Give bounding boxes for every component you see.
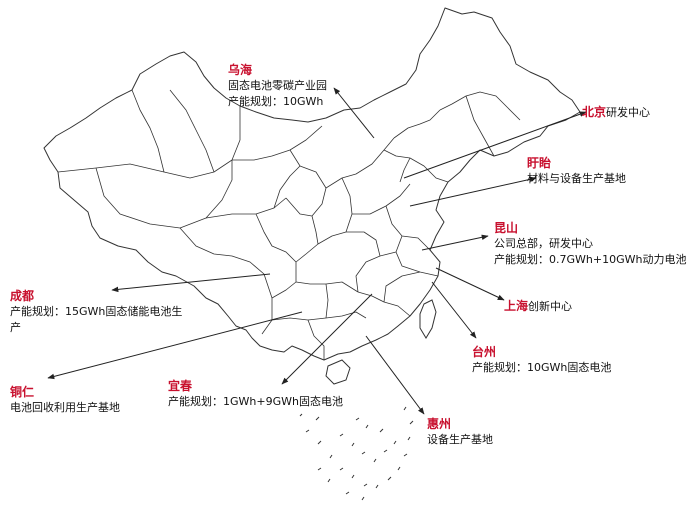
- chengdu-line-1: 产能规划：15GWh固态储能电池生: [10, 305, 183, 318]
- beijing-suffix: 研发中心: [606, 106, 651, 119]
- arrow-yichun: [281, 293, 373, 385]
- city-wuhai: 乌海: [228, 63, 253, 77]
- arrow-taizhou: [431, 281, 477, 339]
- arrow-shanghai: [435, 267, 505, 301]
- hainan-island: [325, 359, 351, 385]
- city-huizhou: 惠州: [427, 417, 452, 431]
- yichun-line-1: 产能规划：1GWh+9GWh固态电池: [168, 395, 343, 408]
- city-tongren: 铜仁: [10, 385, 35, 399]
- china-outline: [43, 7, 581, 361]
- arrow-wuhai: [333, 87, 375, 139]
- label-taizhou: 台州 产能规划：10GWh固态电池: [472, 344, 611, 376]
- label-chengdu: 成都 产能规划：15GWh固态储能电池生 产: [10, 288, 182, 336]
- label-tongren: 铜仁 电池回收利用生产基地: [10, 384, 120, 416]
- huizhou-line-1: 设备生产基地: [427, 433, 493, 446]
- city-beijing: 北京: [582, 105, 607, 119]
- chengdu-line-2: 产: [10, 321, 21, 334]
- taizhou-line-1: 产能规划：10GWh固态电池: [472, 361, 612, 374]
- city-xuyi: 盱眙: [527, 156, 552, 170]
- city-chengdu: 成都: [10, 289, 35, 303]
- shanghai-suffix: 创新中心: [528, 300, 573, 313]
- wuhai-line-2: 产能规划：10GWh: [228, 95, 324, 108]
- label-yichun: 宜春 产能规划：1GWh+9GWh固态电池: [168, 378, 343, 410]
- kunshan-line-1: 公司总部，研发中心: [494, 237, 593, 250]
- label-shanghai: 上海创新中心: [504, 298, 572, 315]
- province-boundaries: [57, 89, 521, 360]
- arrow-kunshan: [421, 234, 489, 251]
- taiwan-island: [419, 299, 437, 339]
- city-yichun: 宜春: [168, 379, 193, 393]
- south-china-sea-islands: [299, 406, 414, 501]
- arrow-tongren: [47, 311, 303, 380]
- label-wuhai: 乌海 固态电池零碳产业园 产能规划：10GWh: [228, 62, 327, 110]
- label-beijing: 北京研发中心: [582, 104, 650, 121]
- xuyi-line-1: 材料与设备生产基地: [527, 172, 626, 185]
- arrows: [47, 87, 587, 415]
- label-kunshan: 昆山 公司总部，研发中心 产能规划：0.7GWh+10GWh动力电池: [494, 220, 686, 268]
- city-shanghai: 上海: [504, 299, 529, 313]
- arrow-xuyi: [409, 176, 537, 207]
- arrow-huizhou: [365, 335, 425, 415]
- kunshan-line-2: 产能规划：0.7GWh+10GWh动力电池: [494, 253, 687, 266]
- arrow-chengdu: [111, 273, 271, 293]
- wuhai-line-1: 固态电池零碳产业园: [228, 79, 327, 92]
- label-xuyi: 盱眙 材料与设备生产基地: [527, 155, 626, 187]
- arrow-beijing: [403, 111, 587, 179]
- label-huizhou: 惠州 设备生产基地: [427, 416, 493, 448]
- city-taizhou: 台州: [472, 345, 497, 359]
- tongren-line-1: 电池回收利用生产基地: [10, 401, 120, 414]
- city-kunshan: 昆山: [494, 221, 519, 235]
